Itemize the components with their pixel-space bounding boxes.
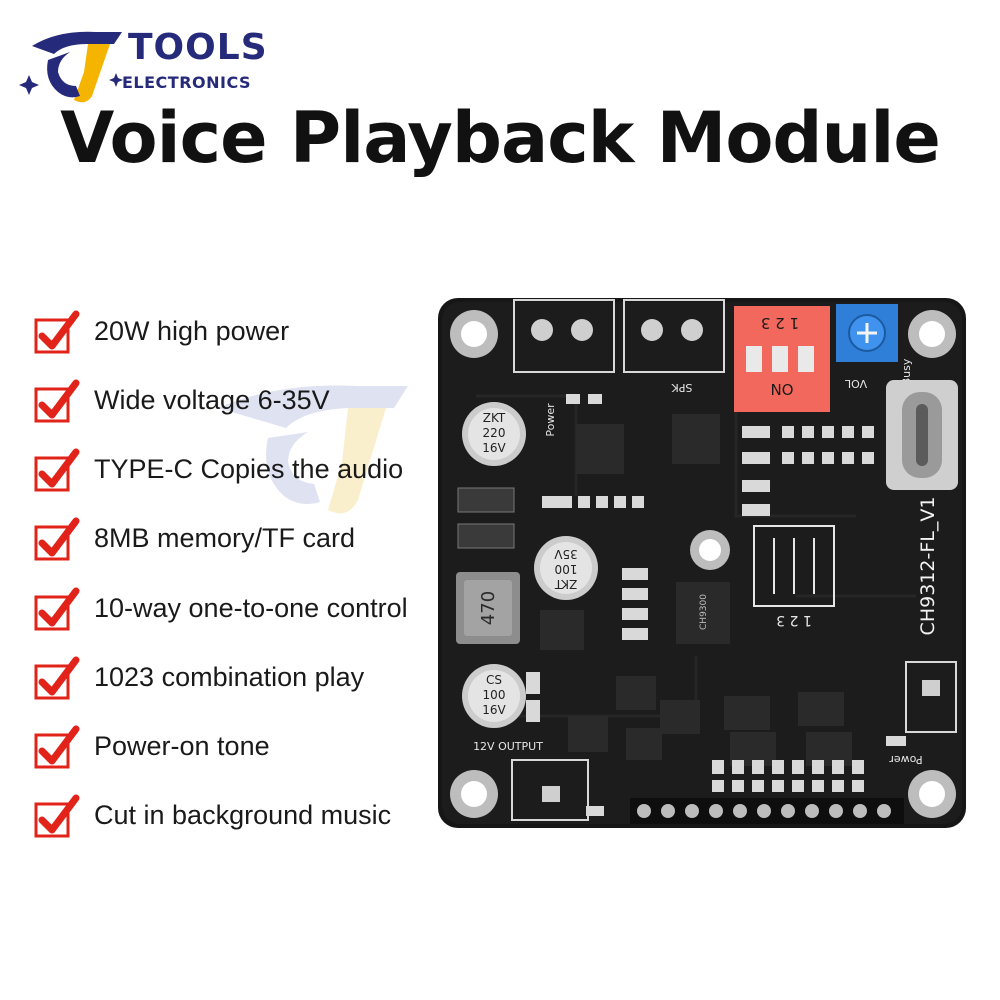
chip-label: CH9300: [699, 594, 709, 630]
feature-item: 8MB memory/TF card: [34, 513, 454, 563]
page-title: Voice Playback Module: [60, 97, 941, 179]
power-bottom-label: Power: [889, 753, 923, 766]
control-table-icon: [753, 525, 835, 607]
checkbox-checked-icon: [34, 448, 80, 492]
feature-text: Power-on tone: [94, 731, 270, 761]
feature-text: Cut in background music: [94, 800, 392, 830]
power-label: Power: [544, 403, 557, 437]
output-label: 12V OUTPUT: [473, 740, 543, 753]
inductor-icon: [456, 572, 520, 644]
pcb-board-image: 1 2 3 ON VOL Busy CH9312-FL_V1 ZKT 220 1…: [438, 298, 966, 828]
brand-logo: TOOLS ELECTRONICS: [18, 22, 267, 106]
spk-label: SPK: [671, 381, 693, 394]
feature-text: 8MB memory/TF card: [94, 523, 356, 553]
capacitor-label: ZKT: [554, 577, 577, 591]
capacitor-label: 100: [555, 562, 578, 576]
feature-item: Cut in background music: [34, 790, 454, 840]
potentiometer-icon: [836, 304, 898, 362]
board-model-label: CH9312-FL_V1: [917, 497, 939, 636]
checkbox-checked-icon: [34, 517, 80, 561]
feature-item: 20W high power: [34, 306, 454, 356]
ic-chip-icon: [540, 414, 852, 766]
feature-item: Wide voltage 6-35V: [34, 375, 454, 425]
feature-text: 10-way one-to-one control: [94, 593, 408, 623]
dip-switch-on-label: ON: [770, 380, 793, 398]
feature-item: TYPE-C Copies the audio: [34, 444, 454, 494]
mounting-hole-icon: [450, 310, 956, 818]
capacitor-label: CS: [486, 673, 502, 687]
feature-text: TYPE-C Copies the audio: [94, 454, 404, 484]
feature-text: Wide voltage 6-35V: [94, 385, 330, 415]
checkbox-checked-icon: [34, 379, 80, 423]
vol-label: VOL: [844, 377, 867, 390]
usb-type-c-port-icon: [886, 380, 958, 490]
capacitor-label: 220: [483, 426, 506, 440]
feature-item: 10-way one-to-one control: [34, 583, 454, 633]
feature-text: 1023 combination play: [94, 662, 365, 692]
capacitor-label: ZKT: [483, 411, 506, 425]
capacitor-label: 35V: [553, 547, 577, 561]
feature-item: 1023 combination play: [34, 652, 454, 702]
capacitor-label: 16V: [482, 703, 506, 717]
checkbox-checked-icon: [34, 794, 80, 838]
feature-item: Power-on tone: [34, 721, 454, 771]
brand-subtitle: ELECTRONICS: [122, 73, 252, 92]
capacitor-label: 100: [483, 688, 506, 702]
dip-switch-icon: [734, 306, 830, 412]
capacitor-label: 16V: [482, 441, 506, 455]
pin-header-icon: [630, 798, 904, 824]
feature-text: 20W high power: [94, 316, 290, 346]
busy-label: Busy: [900, 358, 913, 385]
smd-component-icon: [526, 394, 906, 816]
control-table-numbers: 1 2 3: [776, 612, 812, 628]
brand-name: TOOLS: [128, 27, 268, 68]
checkbox-checked-icon: [34, 656, 80, 700]
checkbox-checked-icon: [34, 587, 80, 631]
tools-logo-icon: [19, 31, 123, 103]
dip-switch-numbers: 1 2 3: [761, 314, 799, 332]
screw-terminal-icon: [513, 299, 725, 373]
inductor-label: 470: [478, 591, 499, 625]
capacitor-icon: [462, 402, 598, 728]
watermark-logo-icon: [218, 385, 408, 514]
checkbox-checked-icon: [34, 725, 80, 769]
checkbox-checked-icon: [34, 310, 80, 354]
